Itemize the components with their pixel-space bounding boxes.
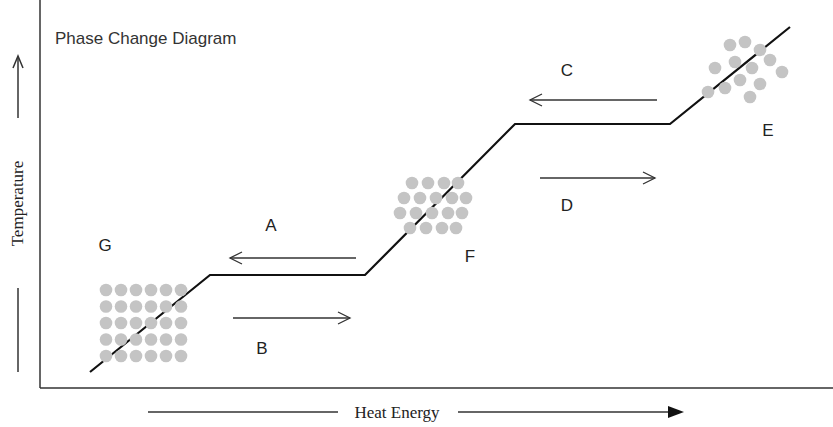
particle (175, 317, 188, 330)
particle (754, 78, 767, 91)
particle (438, 177, 451, 190)
particle (426, 207, 439, 220)
axis-label: Temperature (10, 160, 27, 246)
phase-letter: G (98, 237, 111, 254)
particle (446, 192, 459, 205)
particle (442, 207, 455, 220)
particle (130, 317, 143, 330)
axis-arrow-line (17, 58, 19, 118)
particle (100, 333, 113, 346)
particle (145, 333, 158, 346)
particle (754, 44, 767, 57)
process-arrow (540, 177, 655, 178)
particle (436, 222, 449, 235)
particle (456, 207, 469, 220)
process-arrow (230, 257, 356, 258)
particle (410, 207, 423, 220)
diagram-title: Phase Change Diagram (55, 30, 236, 47)
particle (175, 333, 188, 346)
process-letter: A (265, 217, 276, 234)
particle (160, 284, 173, 297)
particle (394, 207, 407, 220)
particle (145, 317, 158, 330)
particle (702, 86, 715, 99)
particle (130, 350, 143, 363)
particle (145, 300, 158, 313)
particle (776, 66, 789, 79)
particle (160, 300, 173, 313)
process-arrow (233, 317, 350, 318)
axis-arrowhead (13, 56, 23, 68)
particle (420, 222, 433, 235)
particle (719, 82, 732, 95)
particle (746, 62, 759, 75)
particle (398, 192, 411, 205)
particle (100, 350, 113, 363)
particle (404, 222, 417, 235)
process-letter: B (256, 340, 267, 357)
particle (160, 350, 173, 363)
particle (739, 36, 752, 49)
particle (460, 192, 473, 205)
particle (729, 56, 742, 69)
frame-bottom (40, 387, 833, 389)
process-letter: D (561, 197, 573, 214)
particle (115, 350, 128, 363)
particle (130, 300, 143, 313)
particle (452, 177, 465, 190)
particle (724, 39, 737, 52)
heating-curve (90, 27, 790, 372)
phase-letter: F (465, 248, 475, 265)
process-letter: C (561, 62, 573, 79)
axis-label: Heat Energy (354, 404, 439, 421)
particle (160, 317, 173, 330)
particle (764, 54, 777, 67)
particle (130, 333, 143, 346)
particle (709, 62, 722, 75)
process-arrowhead (338, 312, 350, 324)
process-arrowhead (530, 94, 542, 106)
particle (115, 317, 128, 330)
particle (160, 333, 173, 346)
particle (734, 74, 747, 87)
particle (450, 222, 463, 235)
particle (100, 284, 113, 297)
particle (175, 300, 188, 313)
particle (406, 177, 419, 190)
axis-arrow-line (458, 411, 672, 413)
particle (115, 333, 128, 346)
process-arrowhead (230, 252, 242, 264)
axis-arrow-line (148, 411, 338, 413)
frame-left (39, 0, 41, 388)
particle (414, 192, 427, 205)
particle (145, 284, 158, 297)
process-arrow (530, 99, 657, 100)
axis-arrow-line (17, 288, 19, 372)
particle (100, 300, 113, 313)
particle (130, 284, 143, 297)
particle (100, 317, 113, 330)
particle (145, 350, 158, 363)
particle (175, 284, 188, 297)
process-arrowhead (643, 172, 655, 184)
particle (115, 300, 128, 313)
particle (430, 192, 443, 205)
particle (115, 284, 128, 297)
particle (744, 91, 757, 104)
axis-arrowhead (668, 406, 684, 418)
particle (175, 350, 188, 363)
phase-letter: E (762, 122, 773, 139)
particle (422, 177, 435, 190)
